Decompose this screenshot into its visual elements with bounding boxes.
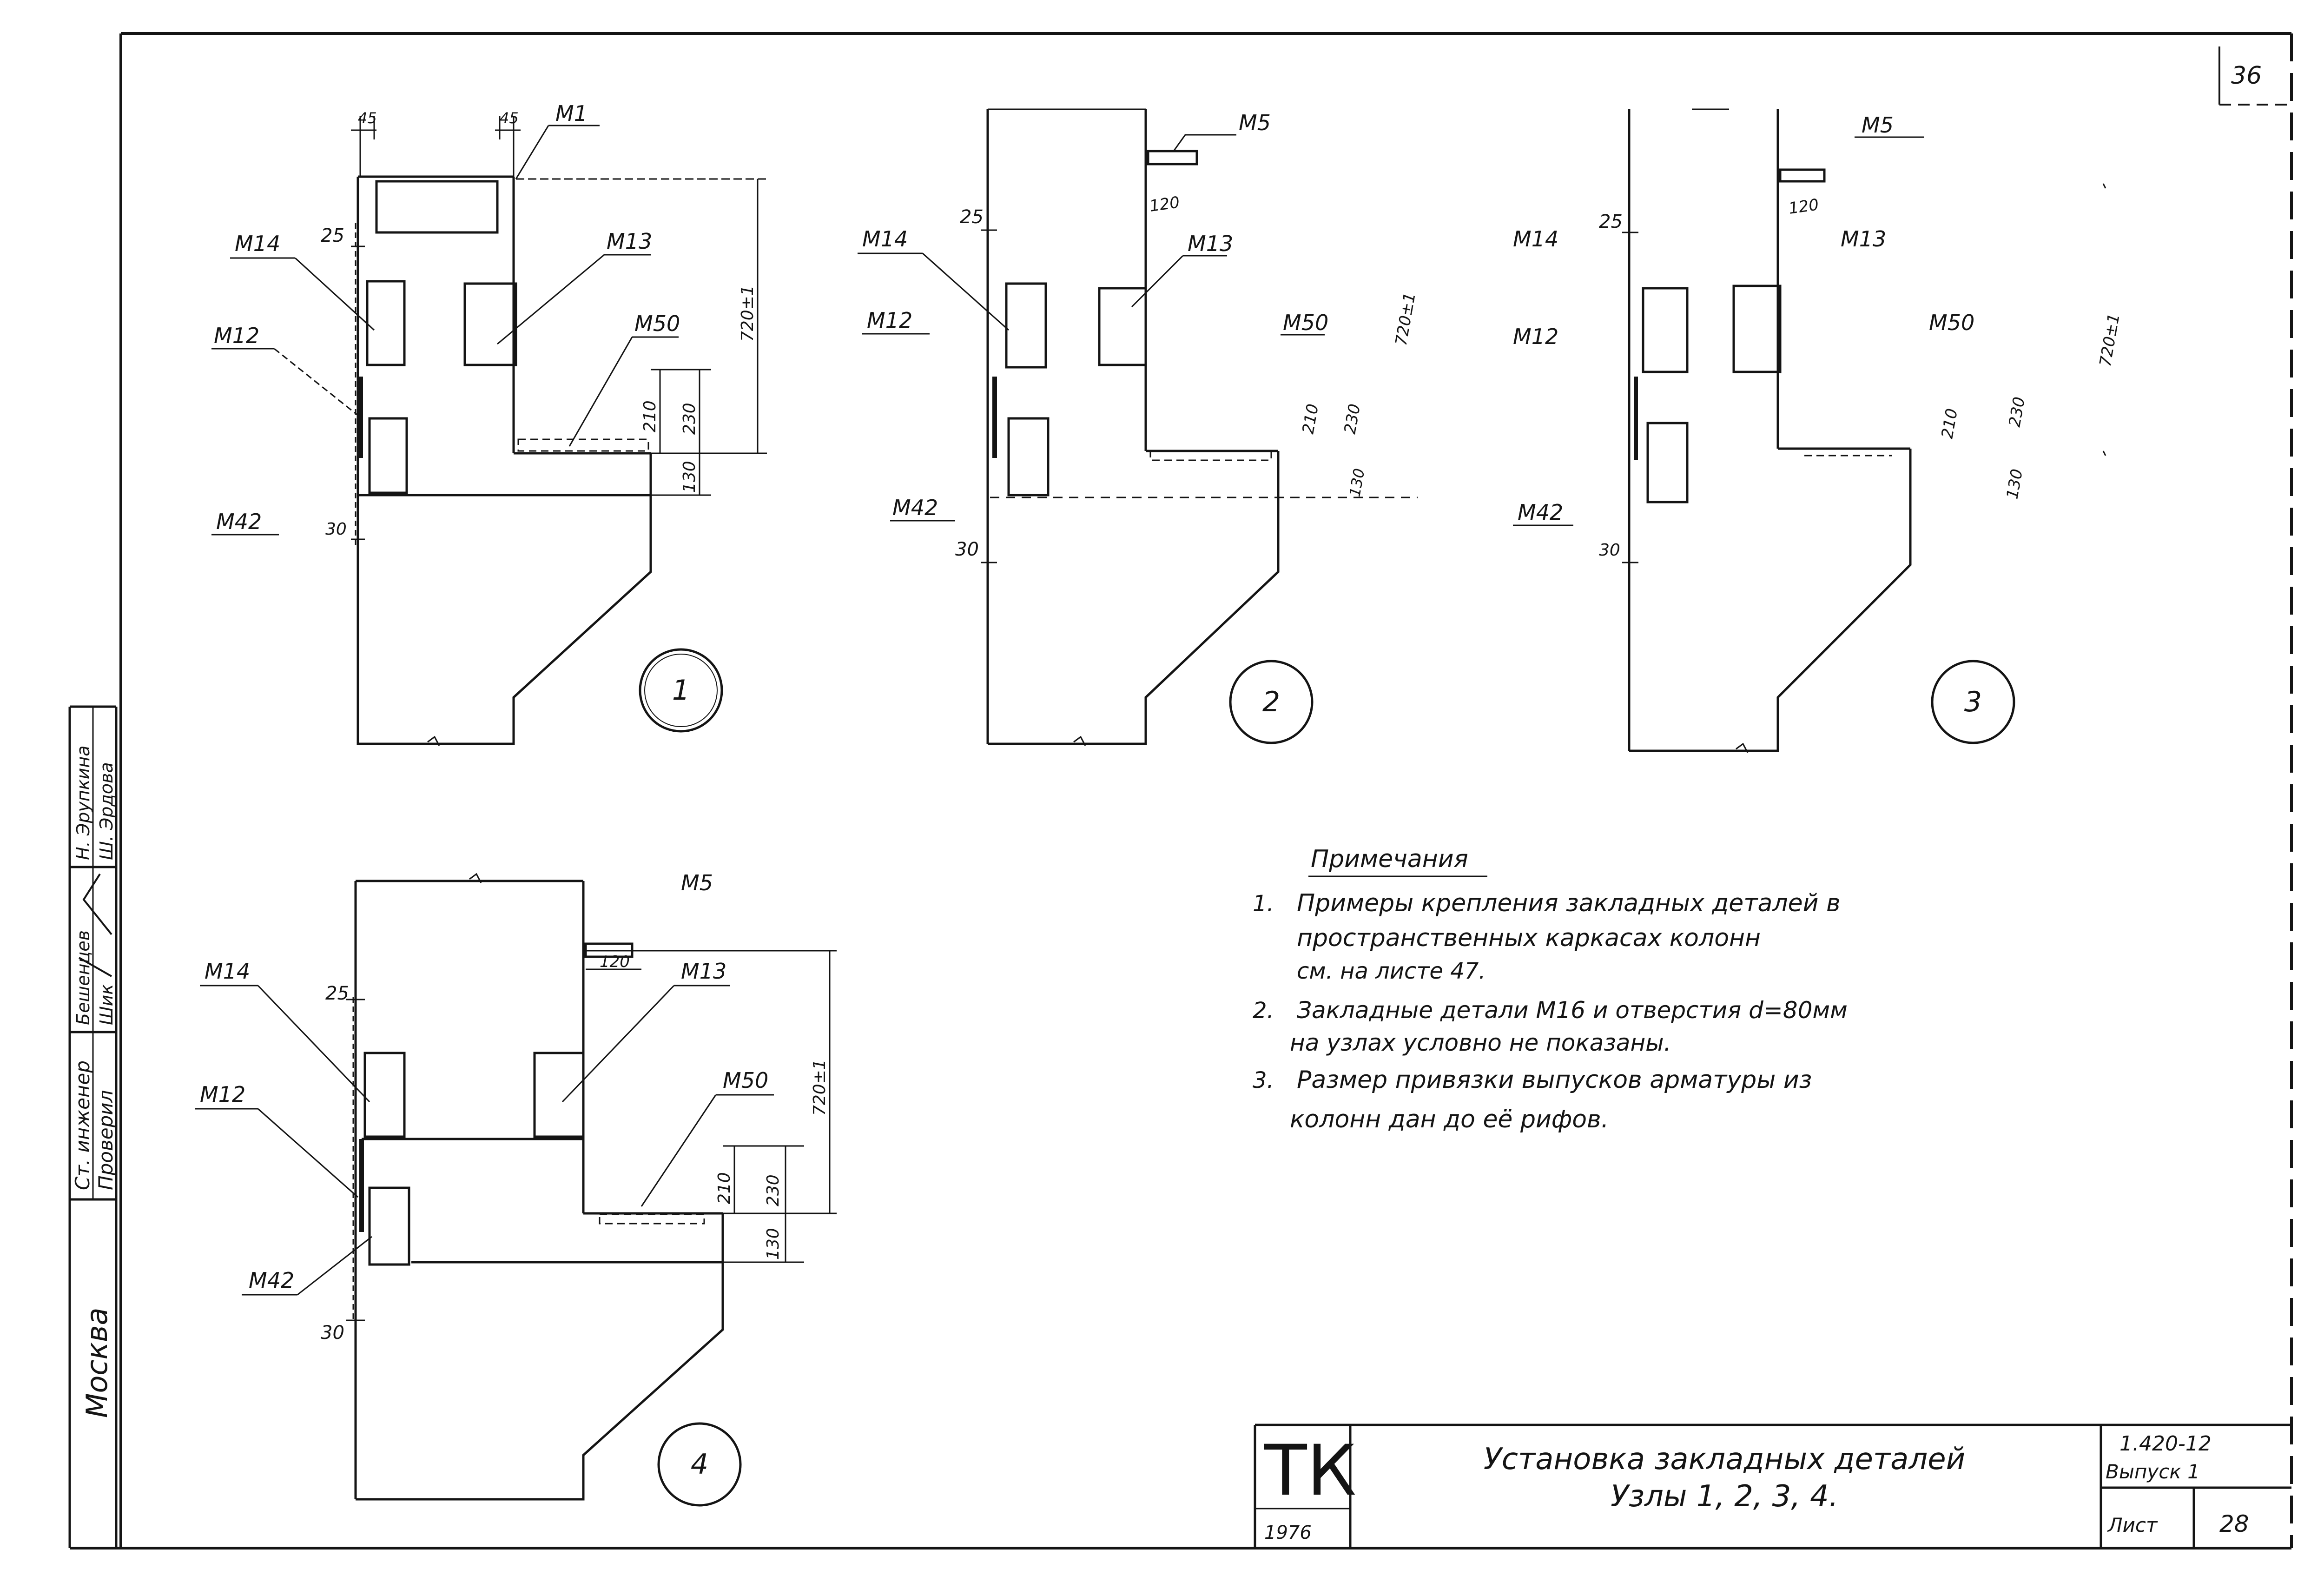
notes-title: Примечания [1311, 845, 1468, 873]
node4-dim-25: 25 [325, 983, 349, 1004]
side-stamp: Москва Ст. инженер Проверил Бешенцев Шик… [68, 705, 118, 1548]
note-2-line-2: на узлах условно не показаны. [1290, 1029, 1671, 1056]
node4-number: 4 [691, 1448, 708, 1481]
note-1-line-2: пространственных каркасах колонн [1297, 924, 1761, 952]
node3-label-m14: М14 [1513, 226, 1558, 252]
node3-dim-120: 120 [1788, 195, 1820, 218]
node4-dim-720: 720±1 [810, 1059, 829, 1116]
note-1-number: 1. [1253, 891, 1274, 917]
node1-dim-45-right: 45 [500, 109, 519, 127]
stamp-city: Москва [80, 1308, 114, 1418]
node3-dim-720: 720±1 [2096, 312, 2123, 368]
node2-label-m13: М13 [1188, 231, 1233, 256]
node2-dim-130: 130 [1346, 467, 1368, 498]
node1-dim-45-left: 45 [358, 109, 377, 127]
node3-label-m5: М5 [1862, 113, 1894, 138]
node3-label-m12: М12 [1513, 324, 1558, 349]
node4-dim-130: 130 [764, 1228, 783, 1260]
node1-dim-230: 230 [680, 403, 699, 435]
node4-dim-230: 230 [764, 1174, 783, 1206]
node1-label-m13: М13 [607, 229, 652, 254]
node3-dim-230: 230 [2005, 396, 2029, 429]
node4-label-m13: М13 [681, 959, 726, 984]
node4-label-m50: М50 [723, 1068, 768, 1093]
node3-dim-25: 25 [1599, 211, 1623, 232]
note-3-line-1: Размер привязки выпусков арматуры из [1297, 1066, 1812, 1094]
node1-number: 1 [672, 674, 690, 707]
note-3-number: 3. [1253, 1067, 1274, 1093]
node-3: М5 М14 М13 М12 М50 М42 120 25 30 210 230… [1513, 108, 2124, 753]
node4-label-m14: М14 [205, 959, 250, 984]
node3-number: 3 [1964, 686, 1982, 718]
title-issue: Выпуск 1 [2106, 1460, 2200, 1483]
note-2-line-1: Закладные детали М16 и отверстия d=80мм [1297, 997, 1848, 1024]
node4-label-m5: М5 [681, 870, 713, 895]
node4-dim-30: 30 [321, 1322, 344, 1344]
node2-dim-230: 230 [1340, 403, 1364, 436]
note-2-number: 2. [1253, 998, 1274, 1024]
stamp-name-1: Н. Эрупкина [73, 746, 93, 861]
title-year: 1976 [1264, 1522, 1312, 1543]
node-2: М5 М14 М13 М12 М50 М42 120 25 30 210 230… [858, 108, 1419, 746]
node4-label-m12: М12 [200, 1082, 245, 1107]
node2-dim-30: 30 [955, 539, 979, 560]
stamp-role-engineer: Ст. инженер [71, 1060, 94, 1190]
node3-label-m50: М50 [1929, 310, 1974, 335]
node2-label-m50: М50 [1283, 310, 1328, 335]
node2-label-m42: М42 [892, 495, 938, 520]
node1-label-m50: М50 [634, 311, 680, 336]
node2-label-m5: М5 [1239, 110, 1271, 135]
title-series: 1.420-12 [2119, 1432, 2212, 1456]
sheet-number-box: 36 [2218, 46, 2291, 106]
stamp-name-2: Ш. Эрдова [96, 762, 117, 860]
node2-dim-720: 720±1 [1392, 291, 1419, 347]
title-line-1: Установка закладных деталей [1484, 1442, 1966, 1477]
node4-dim-120: 120 [600, 953, 630, 971]
title-block: ТК 1976 Установка закладных деталей Узлы… [1254, 1424, 2291, 1548]
notes: Примечания 1. Примеры крепления закладны… [1253, 845, 1848, 1133]
drawing-frame [70, 32, 2293, 1550]
title-sheet-number: 28 [2219, 1510, 2249, 1537]
node4-dim-210: 210 [715, 1172, 734, 1204]
node2-dim-25: 25 [960, 206, 984, 228]
title-org: ТК [1264, 1430, 1356, 1511]
stamp-role-checker: Проверил [94, 1090, 117, 1190]
node3-label-m42: М42 [1518, 500, 1563, 525]
node1-dim-720: 720±1 [738, 285, 757, 342]
node-1: М14 М1 М13 М12 М50 М42 45 45 25 30 210 2… [211, 101, 767, 746]
sheet-number: 36 [2231, 62, 2262, 90]
node2-label-m12: М12 [867, 308, 912, 333]
node2-number: 2 [1262, 686, 1280, 718]
stamp-signature-2: Шик [96, 984, 117, 1025]
node2-dim-210: 210 [1299, 403, 1322, 436]
node1-dim-210: 210 [640, 400, 660, 432]
node1-label-m1: М1 [555, 101, 588, 126]
node2-label-m14: М14 [862, 226, 908, 252]
node4-label-m42: М42 [249, 1268, 294, 1293]
node3-dim-130: 130 [2003, 468, 2027, 501]
note-1-line-3: см. на листе 47. [1297, 958, 1486, 984]
node1-label-m14: М14 [235, 231, 280, 256]
node1-dim-25: 25 [321, 225, 344, 246]
node-4: М5 М14 М13 М12 М50 М42 120 25 30 210 230… [195, 870, 837, 1507]
stamp-signature-1: Бешенцев [73, 930, 93, 1025]
node1-dim-30: 30 [325, 520, 347, 539]
node1-label-m42: М42 [216, 509, 262, 534]
node2-dim-120: 120 [1149, 193, 1181, 216]
note-3-line-2: колонн дан до её рифов. [1290, 1106, 1609, 1133]
node3-dim-30: 30 [1599, 541, 1620, 560]
title-sheet-label: Лист [2107, 1514, 2158, 1536]
node1-label-m12: М12 [214, 323, 259, 348]
node1-dim-130: 130 [680, 461, 699, 493]
title-line-2: Узлы 1, 2, 3, 4. [1611, 1479, 1838, 1514]
node3-label-m13: М13 [1841, 226, 1886, 252]
node3-dim-210: 210 [1938, 407, 1961, 440]
note-1-line-1: Примеры крепления закладных деталей в [1297, 889, 1841, 917]
